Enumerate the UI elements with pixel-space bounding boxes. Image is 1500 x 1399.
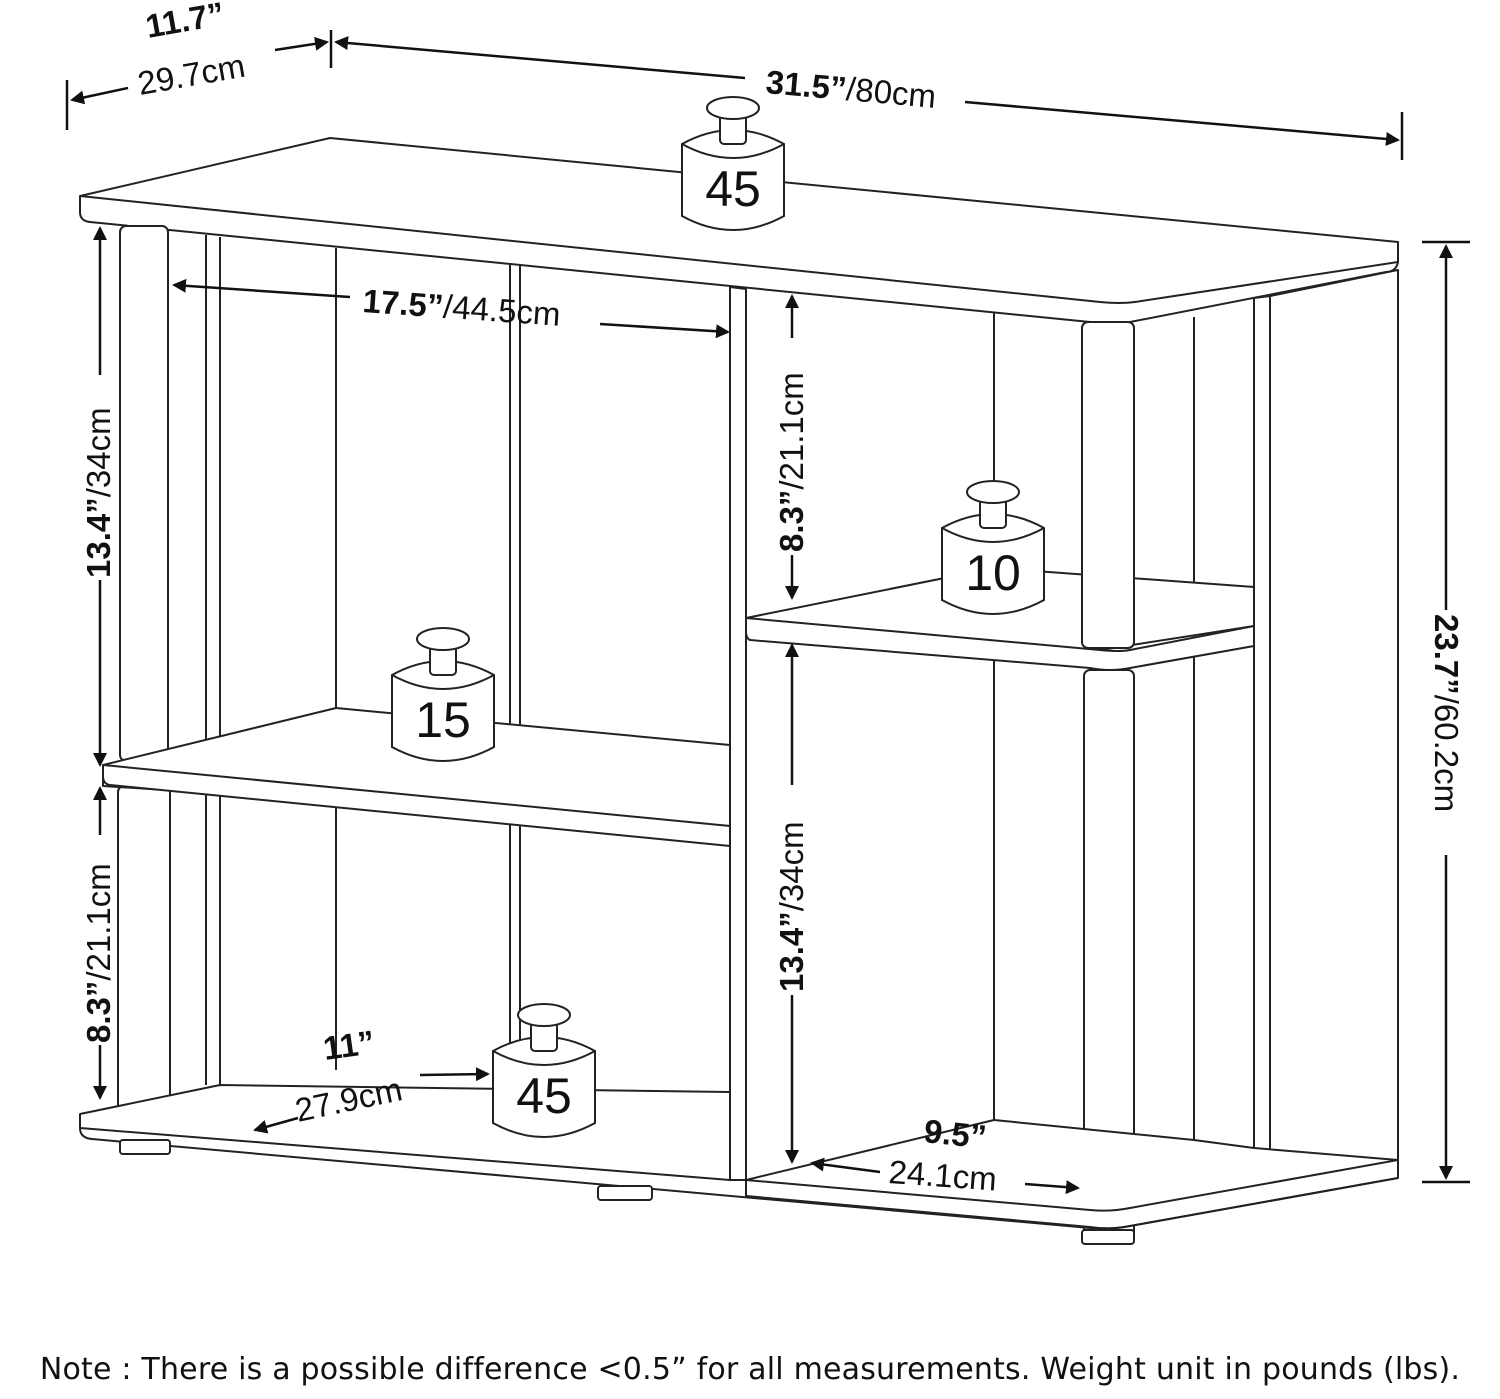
front-left-post: [119, 225, 169, 762]
foot: [597, 1185, 653, 1201]
inner-width-label: 17.5”/44.5cm: [362, 282, 562, 333]
bottom-depth-inch-label: 11”: [321, 1023, 377, 1067]
measurement-note: Note : There is a possible difference <0…: [39, 1352, 1461, 1387]
foot: [119, 1139, 171, 1155]
shelf-drawing: 11.7” 29.7cm 31.5”/80cm 17.5”/44.5cm 13.…: [65, 0, 1470, 1245]
width-overall-label: 31.5”/80cm: [764, 63, 937, 115]
bottom-width-cm-label: 24.1cm: [888, 1153, 999, 1197]
bottom-board-left: [79, 1084, 731, 1181]
depth-top-inch-label: 11.7”: [143, 0, 227, 45]
center-divider: [729, 286, 747, 1181]
left-middle-shelf-edge: [102, 764, 731, 847]
left-lower-height-label: 8.3”/21.1cm: [80, 863, 117, 1043]
front-right-upper-post: [1081, 321, 1135, 649]
weight-label: 45: [516, 1068, 572, 1124]
bottom-width-inch-label: 9.5”: [922, 1112, 988, 1155]
foot: [1081, 1229, 1135, 1245]
left-upper-height-label: 13.4”/34cm: [80, 407, 117, 578]
front-left-lower-post: [117, 785, 171, 1117]
weight-right-shelf-icon: 10: [941, 480, 1045, 615]
weight-bottom-icon: 45: [492, 1003, 596, 1138]
weight-left-shelf-icon: 15: [391, 627, 495, 762]
weight-label: 15: [415, 692, 471, 748]
weight-label: 10: [965, 545, 1021, 601]
left-middle-shelf-top: [102, 707, 731, 827]
right-lower-height-label: 13.4”/34cm: [773, 821, 810, 992]
right-panel-side: [1269, 269, 1399, 1189]
right-panel-front: [1253, 295, 1271, 1189]
weight-label: 45: [705, 161, 761, 217]
overall-height-label: 23.7”/60.2cm: [1428, 614, 1465, 812]
right-upper-height-label: 8.3”/21.1cm: [773, 372, 810, 552]
weight-top-icon: 45: [681, 96, 785, 231]
depth-top-cm-label: 29.7cm: [135, 47, 248, 102]
